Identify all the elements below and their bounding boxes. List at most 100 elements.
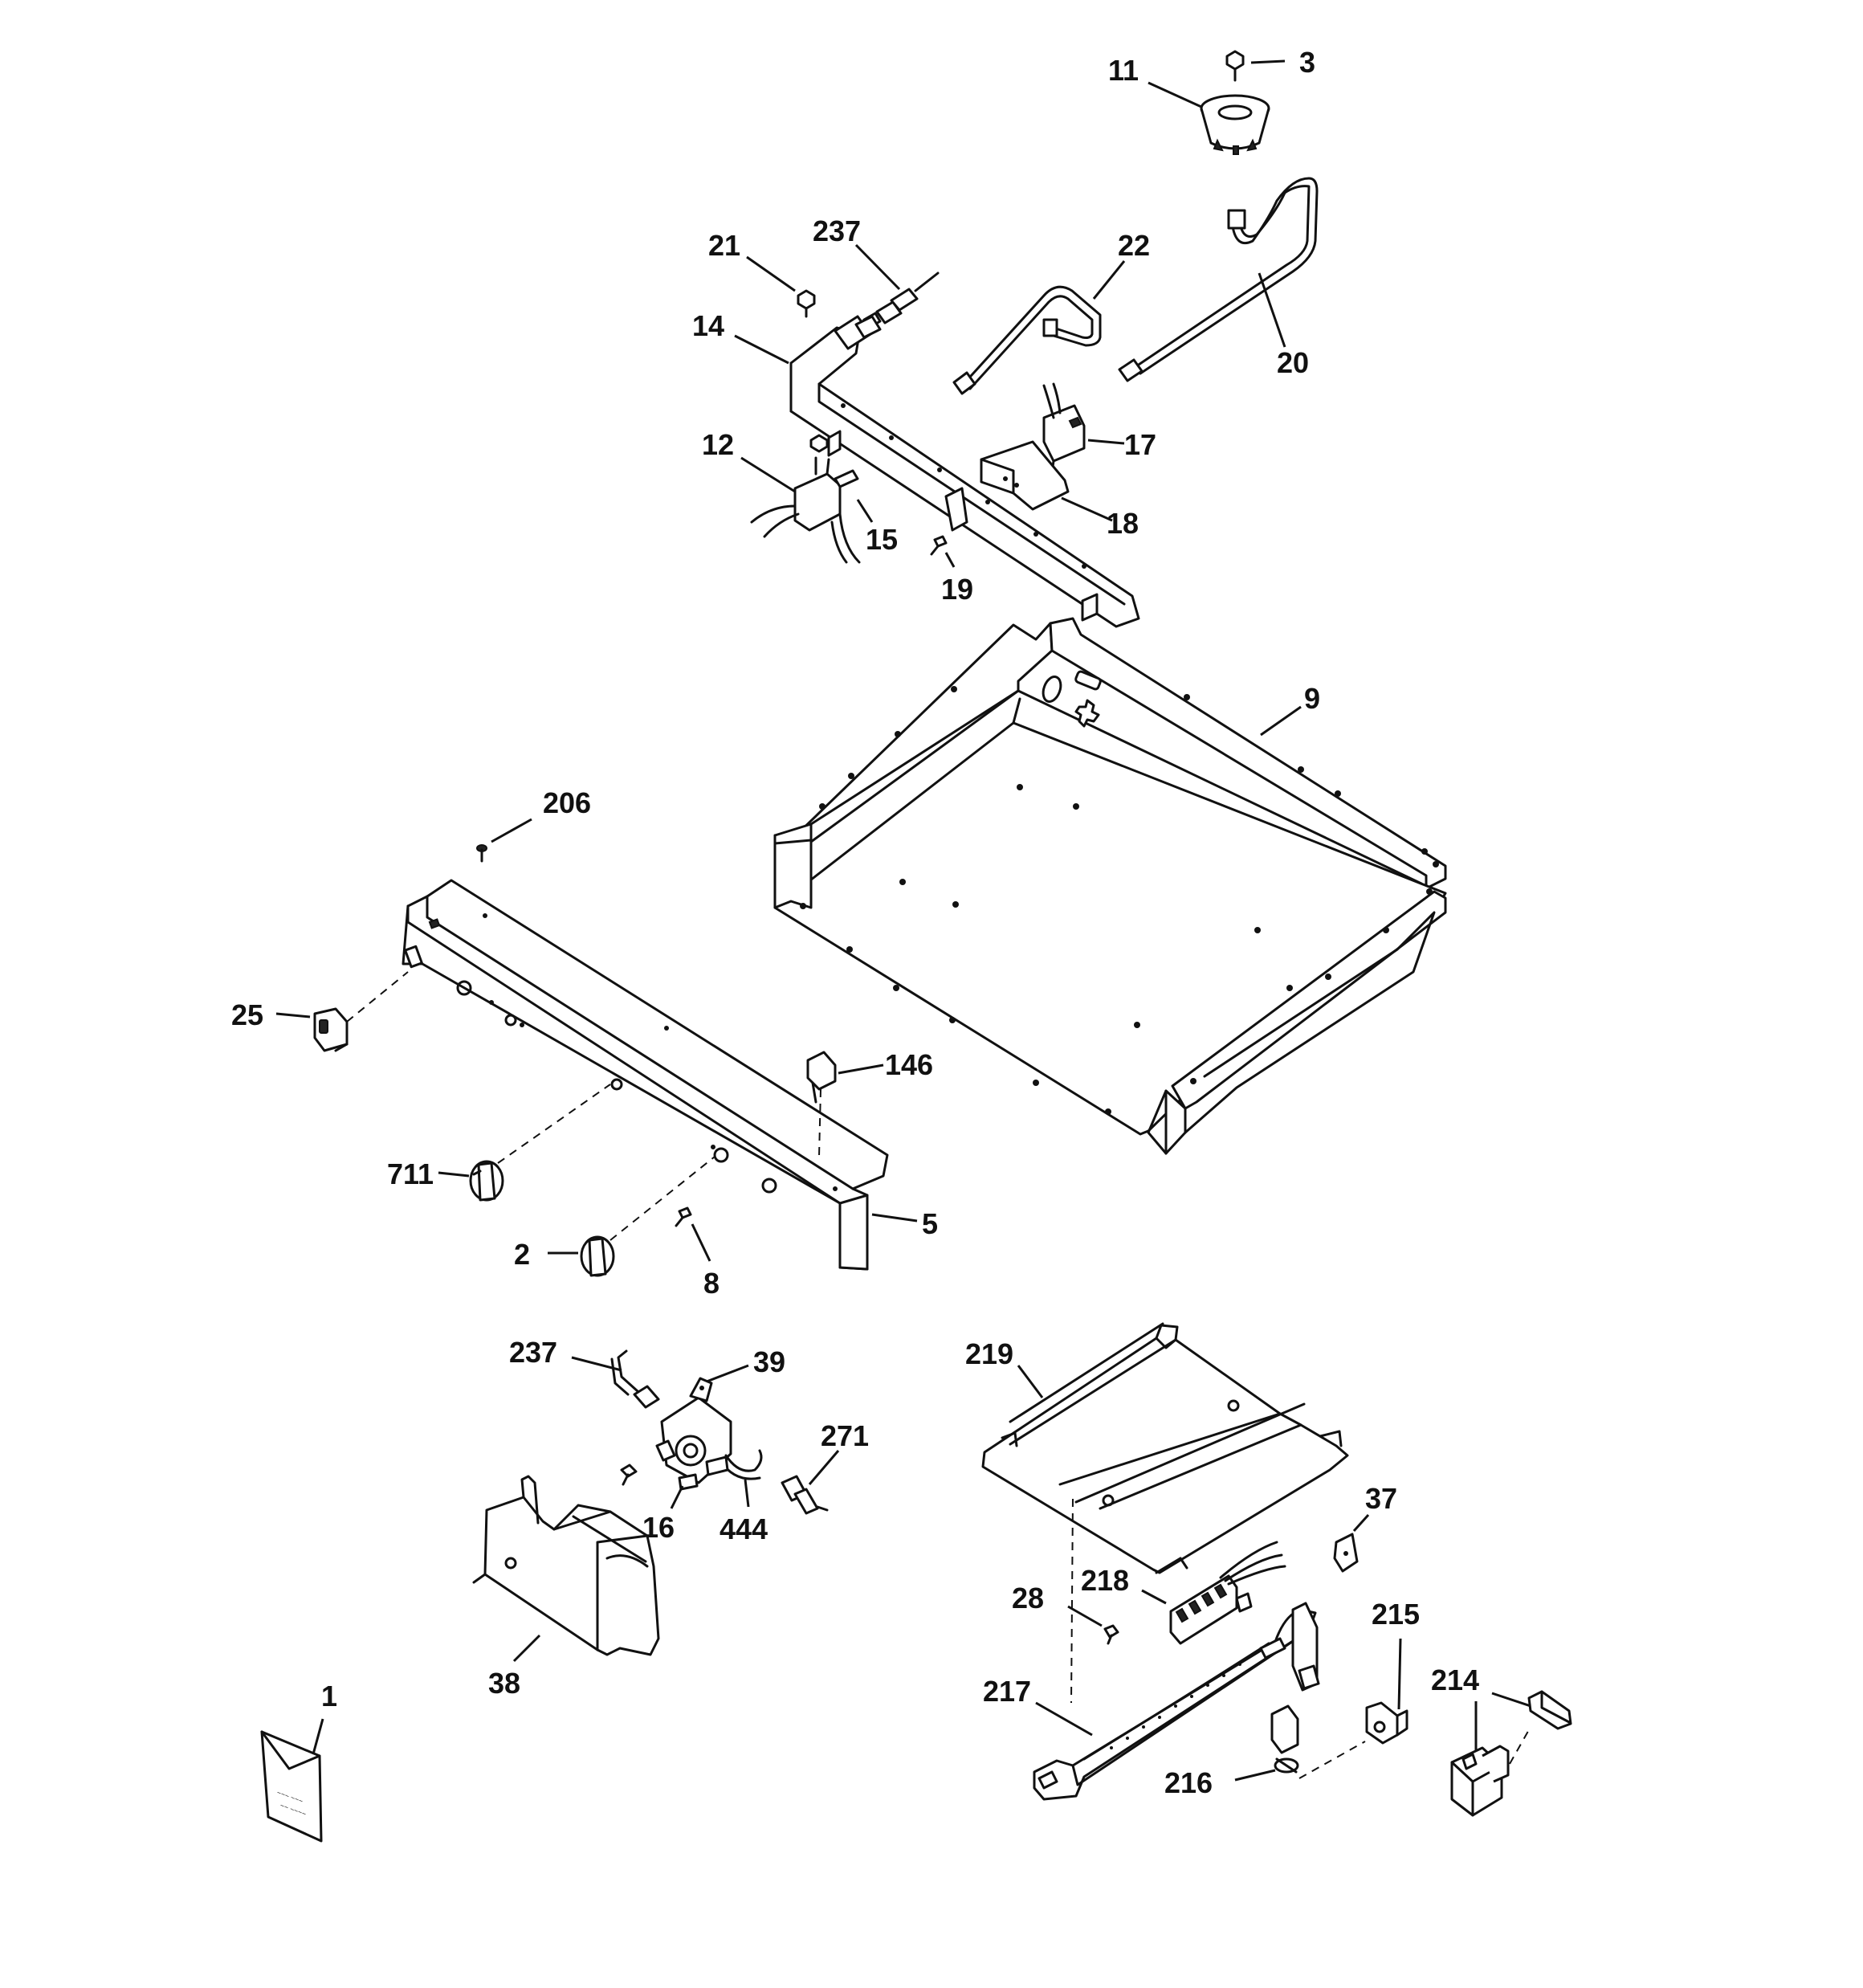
part-39-bracket xyxy=(689,1377,713,1402)
callout-146: 146 xyxy=(885,1048,933,1081)
leader-237-bottom xyxy=(571,1356,622,1372)
dash-146 xyxy=(818,1088,821,1157)
callout-17: 17 xyxy=(1124,428,1156,461)
leader-146 xyxy=(838,1063,884,1075)
leader-8 xyxy=(691,1223,711,1262)
leader-217 xyxy=(1035,1701,1093,1737)
part-38-shield xyxy=(472,1475,660,1656)
leader-9 xyxy=(1260,705,1302,737)
callout-1: 1 xyxy=(321,1680,337,1712)
leader-38 xyxy=(512,1634,541,1663)
part-1-literature: ~~~ ~~~ ~~ ~~~~ xyxy=(260,1730,323,1843)
dash-2 xyxy=(609,1156,715,1241)
callout-19: 19 xyxy=(941,573,973,606)
dash-219 xyxy=(1070,1498,1074,1704)
callout-2: 2 xyxy=(514,1238,530,1271)
leader-711 xyxy=(438,1171,470,1178)
part-8-screw xyxy=(675,1206,692,1227)
callout-216: 216 xyxy=(1164,1766,1213,1799)
part-28-screw xyxy=(1103,1624,1119,1645)
part-206-screw xyxy=(476,844,487,863)
callout-218: 218 xyxy=(1081,1564,1129,1597)
callout-271: 271 xyxy=(821,1419,869,1452)
leader-14 xyxy=(734,334,789,365)
leader-219 xyxy=(1017,1365,1044,1398)
part-37-grommet xyxy=(1333,1533,1359,1573)
callout-237-top: 237 xyxy=(813,214,861,247)
callout-214: 214 xyxy=(1431,1663,1479,1696)
dash-25 xyxy=(346,971,409,1023)
part-218-terminal-block xyxy=(1169,1541,1286,1645)
leader-214-b xyxy=(1491,1692,1531,1708)
part-14-burner-tube xyxy=(789,315,1140,628)
part-2-knob xyxy=(580,1235,615,1277)
part-219-heat-shield xyxy=(981,1322,1349,1574)
part-3-screw xyxy=(1225,50,1245,82)
leader-1 xyxy=(312,1718,324,1755)
part-214-igniter xyxy=(1450,1690,1572,1817)
leader-3 xyxy=(1250,59,1286,64)
leader-17 xyxy=(1087,439,1125,445)
leader-444 xyxy=(744,1479,750,1508)
part-22-gas-tube xyxy=(952,285,1102,395)
leader-22 xyxy=(1092,260,1126,300)
callout-25: 25 xyxy=(231,998,263,1031)
callout-219: 219 xyxy=(965,1337,1013,1370)
callout-3: 3 xyxy=(1299,46,1315,79)
callout-12: 12 xyxy=(702,428,734,461)
part-271-orifice xyxy=(781,1475,829,1515)
part-11-burner-head xyxy=(1200,94,1270,155)
part-21-nut xyxy=(797,289,816,318)
dash-214 xyxy=(1509,1726,1531,1765)
leader-237-top xyxy=(854,243,901,291)
dash-711 xyxy=(497,1084,611,1164)
part-237-fitting-bottom xyxy=(610,1349,660,1409)
part-5-control-panel xyxy=(402,879,889,1271)
callout-18: 18 xyxy=(1107,507,1139,540)
leader-206 xyxy=(491,818,532,843)
leader-271 xyxy=(808,1450,840,1485)
callout-711: 711 xyxy=(387,1157,434,1190)
part-25-switch xyxy=(313,1007,349,1052)
leader-28 xyxy=(1067,1605,1103,1627)
callout-39: 39 xyxy=(753,1345,785,1378)
leader-11 xyxy=(1148,81,1202,108)
callout-5: 5 xyxy=(922,1207,938,1240)
callout-37: 37 xyxy=(1365,1482,1397,1515)
regulator-screw xyxy=(620,1463,638,1486)
part-17-igniter-switch xyxy=(1042,382,1086,474)
callout-14: 14 xyxy=(692,309,724,342)
callout-237-bottom: 237 xyxy=(509,1336,557,1369)
callout-28: 28 xyxy=(1012,1582,1044,1614)
leader-20 xyxy=(1258,272,1286,348)
leader-18 xyxy=(1061,496,1113,522)
callout-9: 9 xyxy=(1304,682,1320,715)
leader-19 xyxy=(944,552,956,568)
dash-216 xyxy=(1298,1741,1366,1779)
callout-444: 444 xyxy=(720,1512,768,1545)
callout-11: 11 xyxy=(1108,54,1139,87)
part-216-orifice xyxy=(1270,1704,1299,1774)
part-217-bake-burner xyxy=(1033,1602,1320,1801)
leader-16 xyxy=(670,1485,684,1509)
part-16-regulator xyxy=(655,1396,732,1491)
burner-box-holes xyxy=(800,686,1439,1115)
callout-8: 8 xyxy=(703,1267,720,1300)
part-9-burner-box xyxy=(773,617,1447,1155)
leader-25 xyxy=(275,1012,311,1018)
part-20-gas-tube xyxy=(1118,177,1319,382)
callout-206: 206 xyxy=(543,786,591,819)
leader-218 xyxy=(1141,1589,1167,1605)
callout-38: 38 xyxy=(488,1667,520,1700)
callout-22: 22 xyxy=(1118,229,1150,262)
leader-5 xyxy=(871,1213,918,1223)
part-12-igniter-valve xyxy=(750,434,861,564)
part-18-bracket xyxy=(980,440,1070,511)
leader-37 xyxy=(1352,1513,1370,1533)
part-444-tube xyxy=(705,1449,763,1480)
leader-12 xyxy=(740,456,796,493)
part-215-bracket xyxy=(1365,1701,1408,1745)
leader-216 xyxy=(1234,1769,1276,1782)
leader-39 xyxy=(706,1364,749,1383)
